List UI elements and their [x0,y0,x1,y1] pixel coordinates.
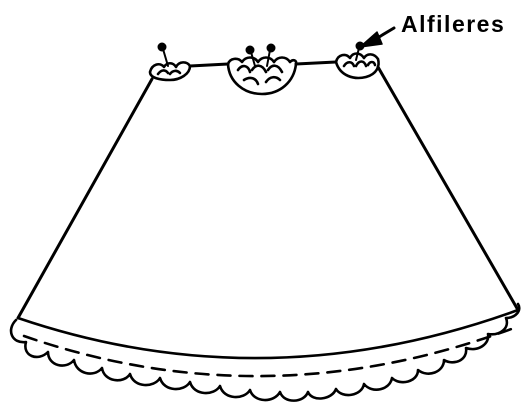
waistline-right-segment [296,62,336,64]
right-ruffle-folds [344,62,375,67]
skirt-left-side [18,79,152,318]
waistline-left-segment [190,64,228,66]
pin-left [159,44,169,67]
annotation-arrow [360,28,394,47]
center-ruffle [228,58,296,95]
scalloped-edge [11,304,519,401]
skirt-right-side [378,67,518,310]
center-ruffle-folds [238,66,282,84]
hem-lace-trim [11,304,519,401]
pins-label: Alfileres [401,11,505,37]
arrowhead [360,32,382,47]
skirt-outline [18,62,518,318]
left-ruffle [150,62,190,80]
left-ruffle-folds [158,70,180,74]
waist-ruffles [150,54,379,95]
